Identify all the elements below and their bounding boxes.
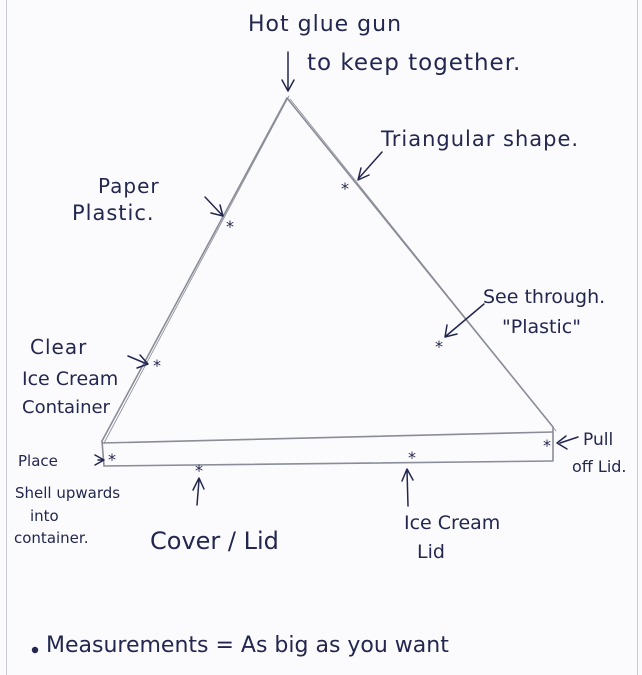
pull-label: Pull [583,430,614,450]
see-through-label: See through. [483,286,606,308]
triangular-shape-arrow [357,151,383,181]
ice-cream-lid-label-line1: Ice Cream [404,512,501,534]
hot-glue-label-line1: Hot glue gun [248,12,403,37]
lid-strip [101,431,554,467]
pull-lid-arrow [556,435,579,450]
see-through-arrow [444,303,485,338]
ice-cream-lid-arrow [401,468,414,507]
triangular-shape-label: Triangular shape. [381,127,580,151]
asterisk-icon: * [195,461,203,480]
asterisk-icon: * [543,436,551,455]
paper-label: Paper [98,174,160,198]
plastic-quoted-label: "Plastic" [502,316,581,338]
container-label: Container [22,397,110,418]
asterisk-icon: * [153,356,161,375]
place-label: Place [18,452,58,470]
asterisk-icon: * [341,179,349,198]
into-label: into [30,507,59,525]
ice-cream-label: Ice Cream [22,368,119,390]
bullet-dot [31,646,39,654]
plastic-label: Plastic. [72,201,155,225]
triangle-outline [101,95,557,461]
asterisk-icon: * [108,450,116,469]
asterisk-icon: * [435,337,443,356]
place-shell-arrow [94,454,105,466]
ice-cream-lid-label-line2: Lid [417,541,445,563]
clear-label: Clear [30,335,88,359]
hot-glue-label-line2: to keep together. [307,50,522,76]
container-dot-label: container. [14,529,89,547]
annotation-arrows [94,51,579,507]
off-lid-label: off Lid. [572,457,627,476]
cover-lid-arrow [192,477,205,506]
measurements-note: Measurements = As big as you want [46,633,449,658]
shell-upwards-label: Shell upwards [15,484,121,502]
asterisk-markers: * * * * * * * * [108,179,551,480]
clear-container-arrow [127,354,149,369]
asterisk-icon: * [226,217,234,236]
asterisk-icon: * [408,448,416,467]
paper-plastic-arrow [204,196,224,217]
cover-lid-label: Cover / Lid [150,527,279,555]
hot-glue-arrow [281,51,295,92]
